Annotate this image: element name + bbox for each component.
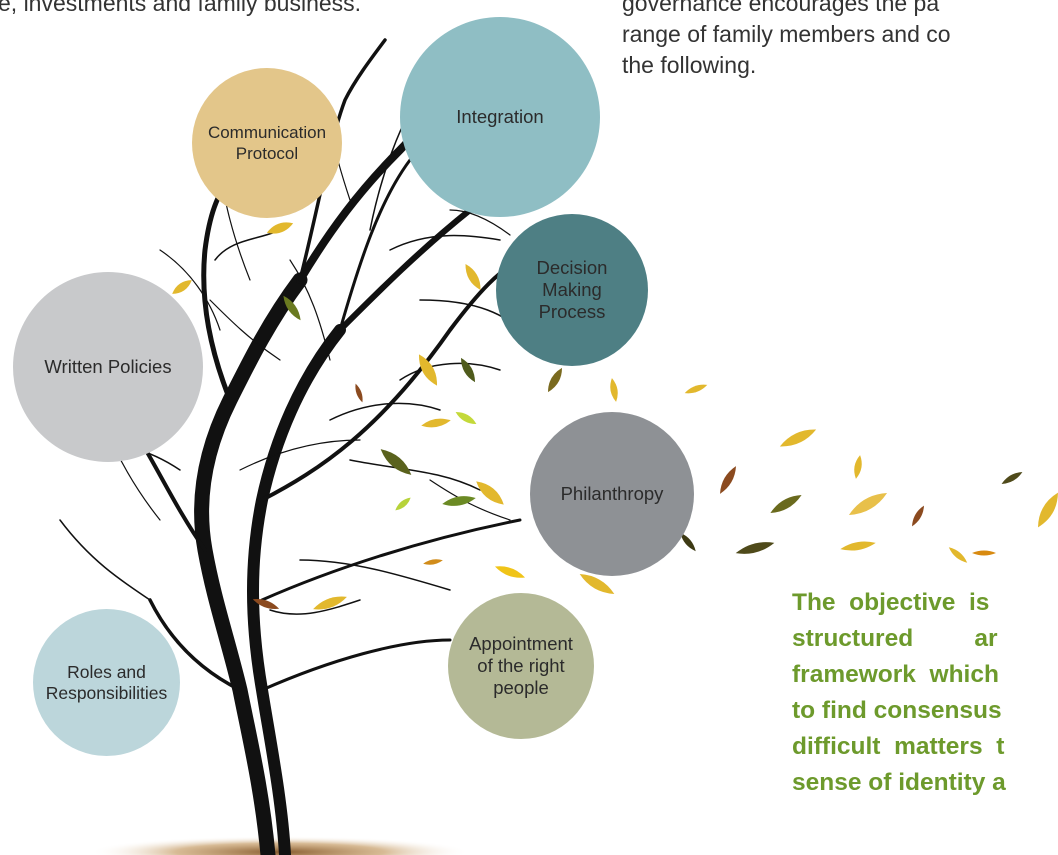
leaf [465, 264, 481, 290]
intro-text-right-line-1: governance encourages the pa [622, 0, 940, 16]
intro-text-left: e, investments and family business. [0, 0, 362, 16]
node-appointment-line-2: of the right [477, 655, 565, 676]
node-decision-line-1: Decision [536, 257, 608, 278]
node-appointment-line-3: people [493, 677, 549, 698]
leaf [840, 541, 876, 551]
leaf [912, 505, 924, 527]
leaf [421, 418, 451, 428]
objective-line-2: structured ar [792, 625, 998, 652]
leaf [548, 367, 562, 393]
leaf [252, 598, 280, 610]
leaf [313, 596, 347, 610]
leaf [680, 532, 696, 552]
leaf [380, 449, 412, 475]
leaf [455, 411, 477, 425]
intro-text-right-line-2: range of family members and co [622, 21, 951, 47]
intro-text-right-line-3: the following. [622, 52, 757, 78]
leaf [779, 429, 817, 447]
node-philanthropy: Philanthropy [530, 412, 694, 576]
leaf [476, 481, 504, 505]
node-written-label: Written Policies [44, 356, 172, 377]
leaf [579, 574, 615, 594]
node-roles-line-2: Responsibilities [45, 682, 168, 703]
objective-line-5: difficult matters t [792, 733, 1005, 760]
objective-line-1: The objective is [792, 589, 990, 616]
node-written-policies: Written Policies [13, 272, 203, 462]
node-roles-line-1: Roles and [67, 661, 146, 682]
node-philanthropy-label: Philanthropy [560, 483, 664, 504]
leaf [735, 542, 775, 554]
node-decision-making-process: Decision Making Process [496, 214, 648, 366]
node-decision-line-2: Making [542, 279, 602, 300]
leaves [172, 222, 1058, 610]
leaf [423, 559, 443, 565]
leaf [972, 550, 996, 556]
objective-line-3: framework which [792, 661, 999, 688]
objective-line-4: to find consensus [792, 697, 1002, 724]
leaf [395, 497, 411, 511]
leaf [684, 384, 708, 394]
leaf [720, 466, 736, 494]
leaf [442, 496, 476, 506]
leaf [172, 280, 192, 294]
node-roles-responsibilities: Roles and Responsibilities [33, 609, 180, 756]
node-communication-protocol: Communication Protocol [192, 68, 342, 218]
leaf [948, 547, 968, 563]
node-communication-line-2: Protocol [235, 144, 299, 163]
node-appointment-line-1: Appointment [469, 633, 573, 654]
objective-statement: The objective is structured ar framework… [792, 585, 1058, 801]
leaf [266, 222, 294, 234]
leaf [461, 357, 475, 383]
node-integration: Integration [400, 17, 600, 217]
leaf [494, 566, 526, 578]
leaf [355, 383, 363, 403]
leaf [770, 495, 802, 513]
leaf [283, 295, 301, 321]
leaf [418, 354, 438, 386]
node-decision-line-3: Process [538, 301, 606, 322]
objective-line-6: sense of identity a [792, 769, 1006, 796]
node-communication-line-1: Communication [207, 123, 327, 142]
leaf [610, 378, 618, 402]
node-integration-label: Integration [456, 106, 544, 127]
leaf [848, 493, 888, 515]
node-appointment: Appointment of the right people [448, 593, 594, 739]
leaf [1001, 472, 1023, 484]
leaf [854, 455, 862, 479]
leaf [1038, 492, 1058, 528]
